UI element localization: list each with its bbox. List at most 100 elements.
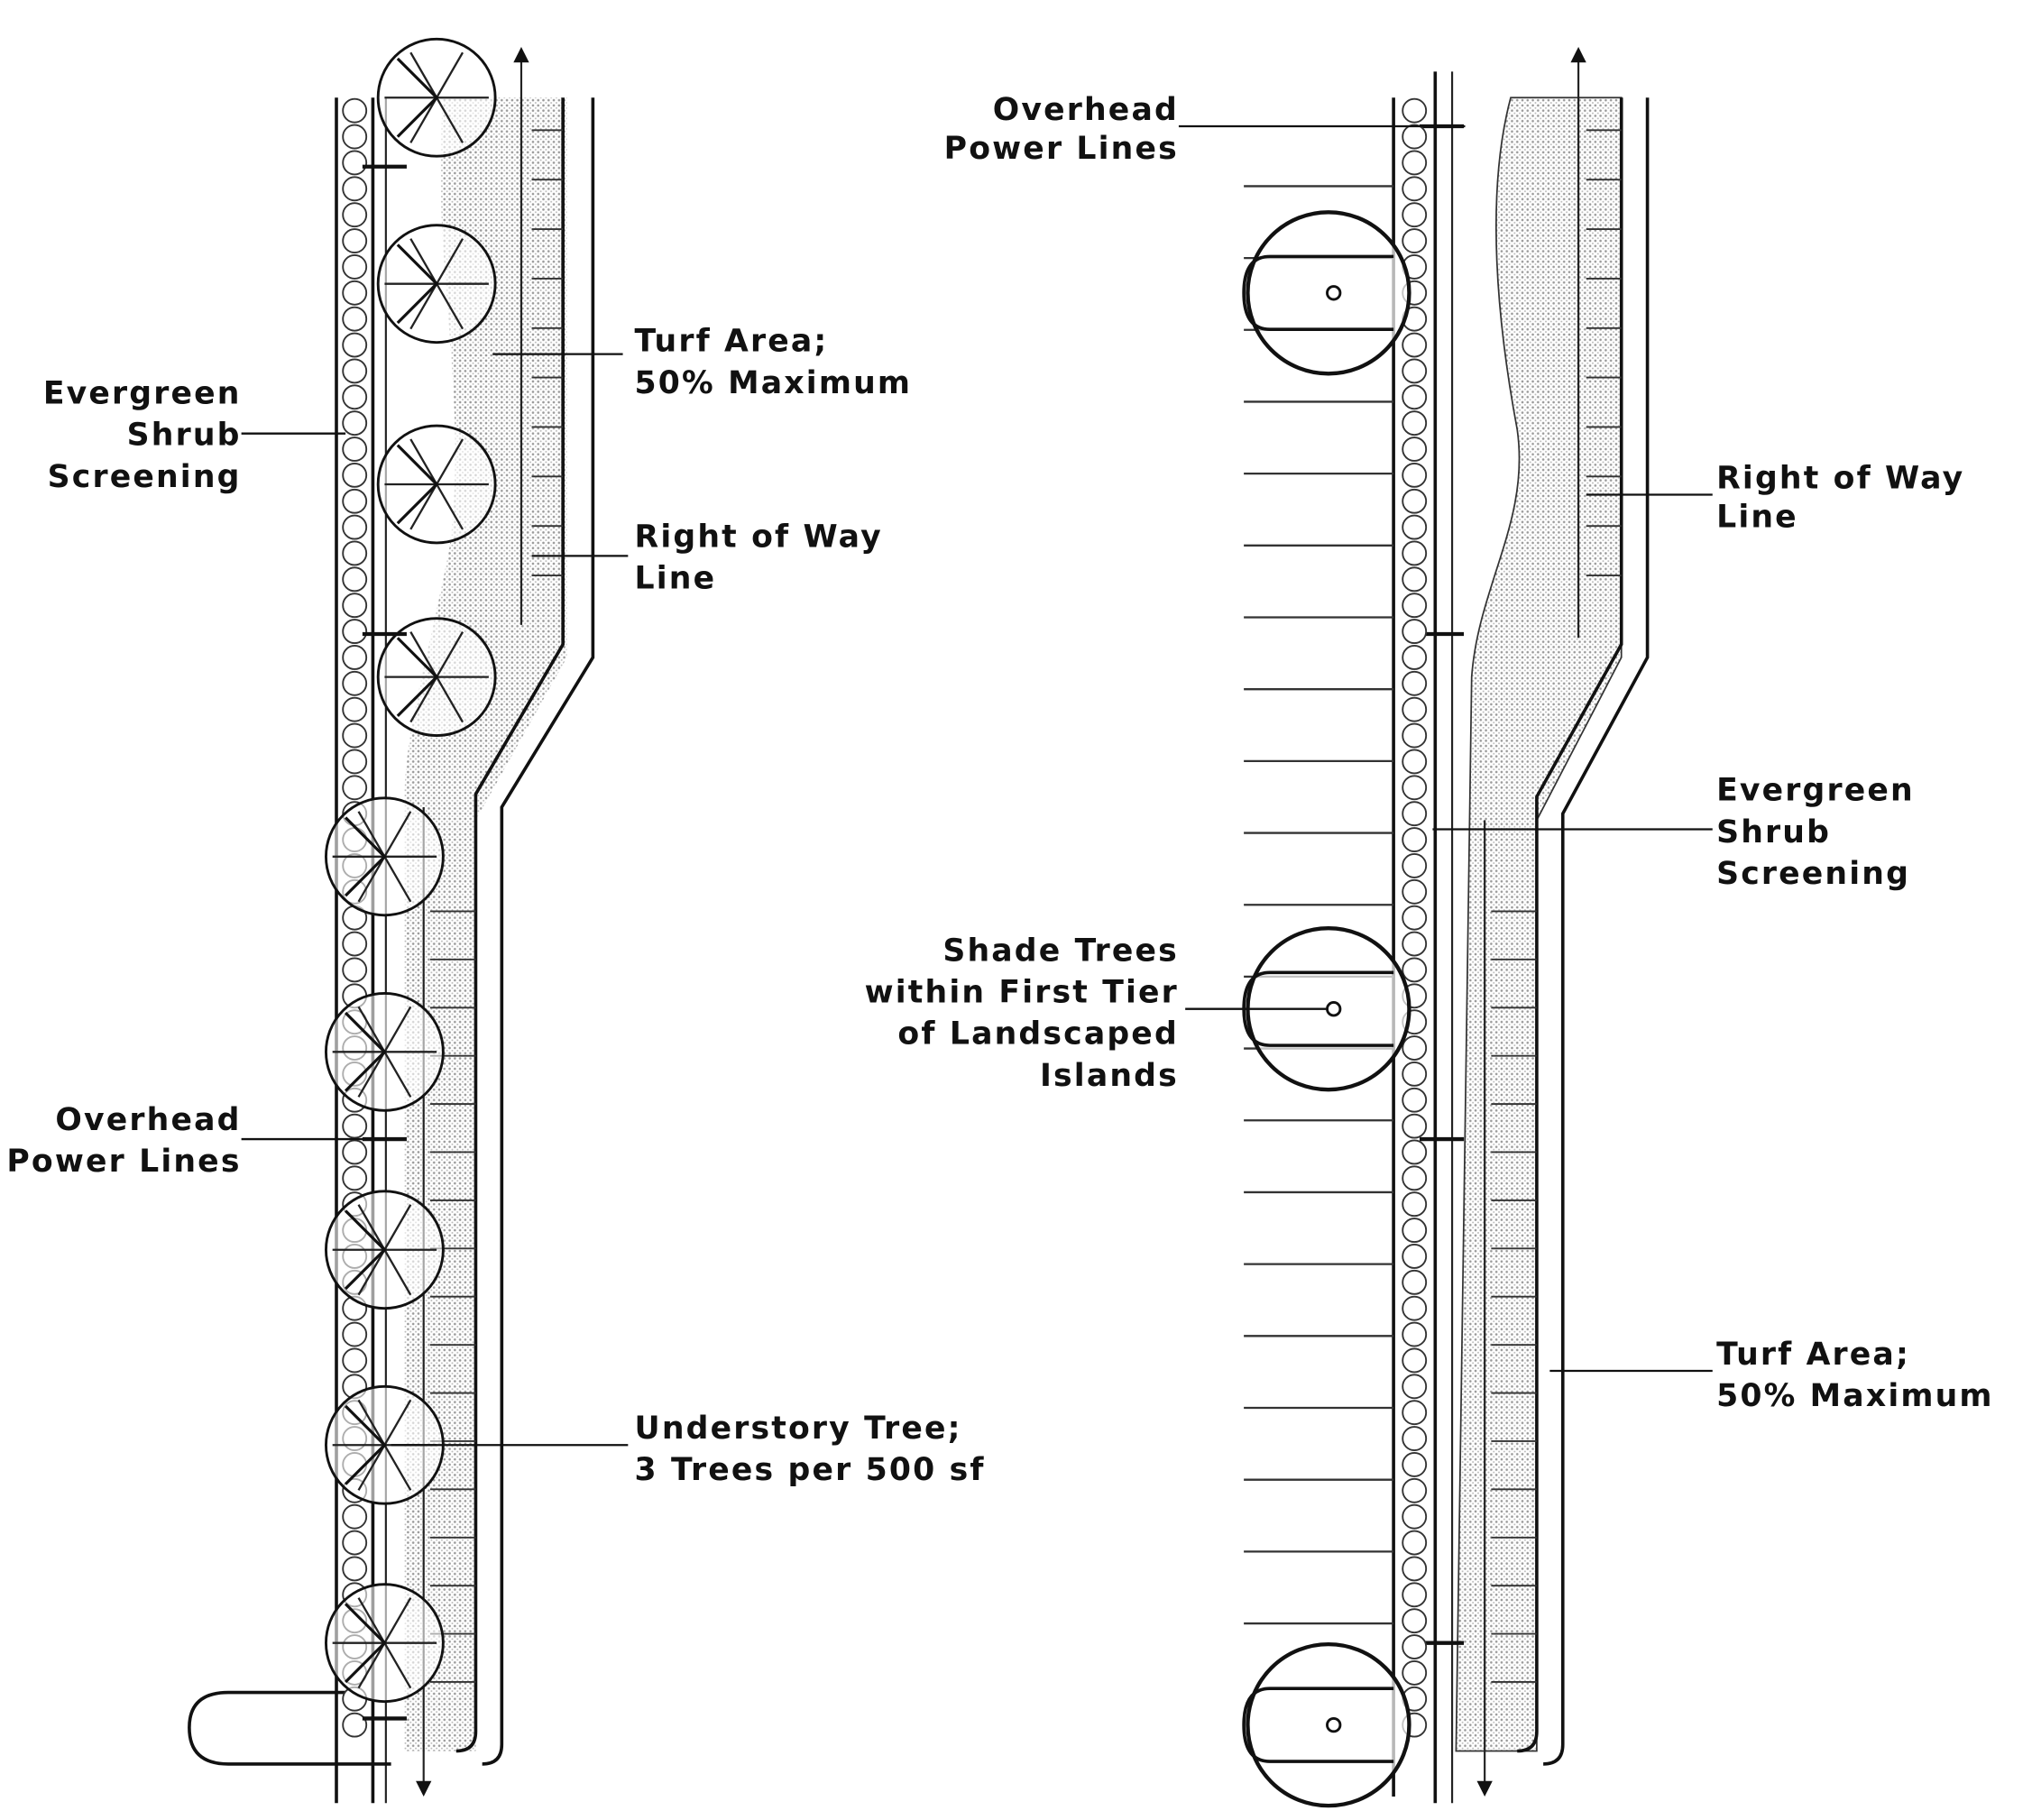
tree-branch [383,811,412,858]
shrub-circle [342,540,368,566]
shrub-circle [1402,1321,1428,1347]
shrub-circle [1402,1191,1428,1218]
arrow-up-icon [513,46,529,63]
left-island [188,1690,391,1766]
left-turf-label-1: Turf Area; [635,324,829,360]
shrub-circle [1402,97,1428,124]
right-turf-area [1455,97,1623,1752]
understory-tree-icon [376,224,497,345]
tree-branch [357,1006,386,1052]
shrub-circle [1402,1608,1428,1634]
landscaped-island [1242,1687,1394,1763]
shrub-circle [1402,514,1428,540]
shrub-circle [1402,1218,1428,1244]
tree-branch [409,51,438,98]
tree-branch [436,438,464,485]
shrub-circle [342,696,368,722]
shrub-circle [342,150,368,176]
shrub-circle [1402,852,1428,878]
tree-branch [436,483,464,530]
tree-branch [436,97,464,143]
shrub-circle [1402,1374,1428,1400]
shrub-circle [342,722,368,749]
left-row-line [455,97,565,1753]
tree-branch [344,1404,387,1485]
shrub-circle [342,775,368,801]
tree-branch [383,1006,412,1052]
understory-tree-icon [325,1583,445,1704]
shrub-circle [342,670,368,696]
shrub-circle [1402,593,1428,619]
tree-branch [436,676,464,723]
understory-tree-icon [325,796,445,917]
tree-branch [409,483,438,530]
tree-branch [396,57,439,138]
tree-branch [396,637,439,718]
shrub-circle [1402,931,1428,957]
shrub-circle [342,358,368,384]
shrub-circle [342,410,368,437]
shrub-circle [1402,1582,1428,1608]
tree-branch [383,1444,412,1491]
tree-trunk [1326,1001,1342,1017]
shrub-circle [1402,488,1428,514]
right-shrub-label-2: Shrub [1716,814,1831,850]
right-shade-label-3: of Landscaped [897,1016,1178,1052]
tree-branch [383,1249,412,1296]
shrub-circle [342,124,368,150]
shrub-circle [1402,1347,1428,1374]
shrub-circle [1402,228,1428,253]
shrub-circle [1402,827,1428,852]
shrub-circle [342,176,368,202]
shrub-circle [1402,384,1428,410]
shrub-circle [1402,801,1428,827]
shrub-circle [342,957,368,983]
tree-branch [383,1597,412,1644]
left-power-label-2: Power Lines [6,1144,241,1180]
shrub-circle [1402,1634,1428,1659]
shrub-circle [1402,1477,1428,1503]
right-plan: Overhead Power Lines Right of Way Line E… [362,46,1992,1808]
tree-branch [396,444,439,525]
shrub-circle [342,1139,368,1165]
right-row-label-1: Right of Way [1716,460,1964,496]
shrub-circle [1402,645,1428,670]
shrub-circle [342,332,368,358]
tree-branch [344,1209,387,1291]
tree-branch [344,816,387,897]
tree-branch [357,1444,386,1491]
tree-branch [409,631,438,678]
shrub-circle [1402,749,1428,775]
tree-branch [409,283,438,330]
shrub-circle [1402,358,1428,384]
shrub-circle [1402,202,1428,228]
shrub-circle [1402,1139,1428,1165]
shrub-circle [1402,176,1428,202]
tree-branch [409,97,438,143]
understory-tree-icon [376,37,497,158]
tree-branch [409,238,438,285]
shrub-circle [342,566,368,593]
left-turf-label-2: 50% Maximum [635,365,913,401]
shrub-circle [342,462,368,488]
tree-branch [436,631,464,678]
shrub-circle [342,1165,368,1191]
shrub-circle [342,1530,368,1556]
tree-branch [383,856,412,903]
shrub-circle [1402,1400,1428,1426]
shrub-circle [342,619,368,645]
tree-branch [357,1051,386,1098]
landscaped-island [1242,254,1394,332]
shrub-circle [1402,1269,1428,1295]
shrub-circle [342,306,368,332]
tree-trunk [1326,285,1342,301]
tree-branch [436,51,464,98]
shrub-circle [342,97,368,124]
shade-tree-icon [1242,1641,1411,1808]
shrub-circle [1402,1295,1428,1321]
shrub-circle [1402,1503,1428,1530]
tree-branch [383,1204,412,1251]
shrub-circle [1402,1087,1428,1113]
shrub-circle [342,1321,368,1347]
shrub-circle [1402,670,1428,696]
